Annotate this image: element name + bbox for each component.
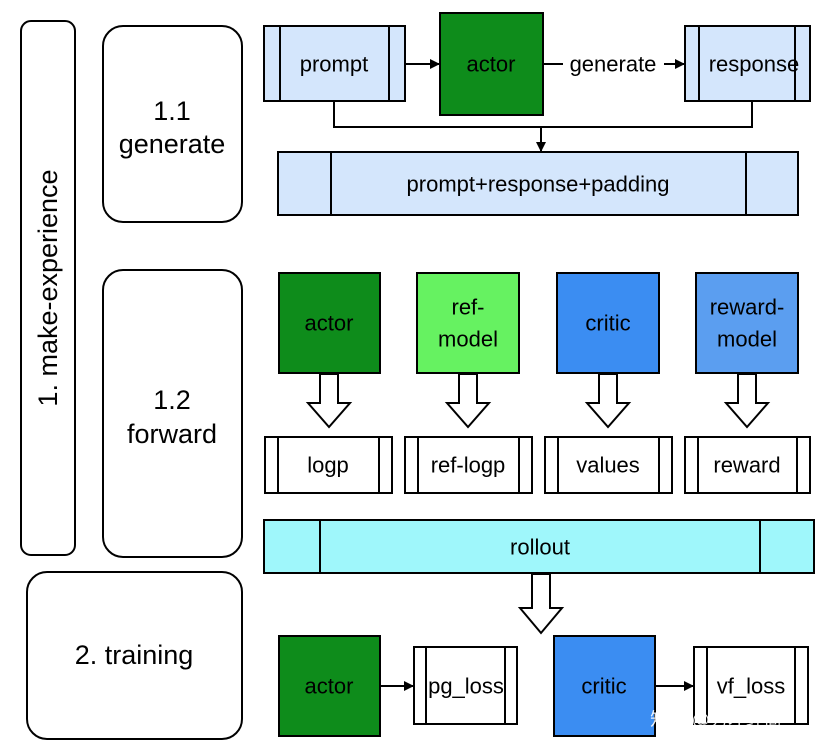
rollout-box: rollout bbox=[263, 519, 815, 574]
critic-box-training: critic bbox=[553, 635, 656, 737]
svg-text:1. make-experience: 1. make-experience bbox=[33, 169, 63, 406]
rollout-down-arrow bbox=[517, 573, 565, 635]
watermark-text: 知乎 @秀才经商 bbox=[650, 710, 782, 731]
ref-logp-box: ref-logp bbox=[404, 436, 533, 494]
svg-text:prompt+response+padding: prompt+response+padding bbox=[407, 172, 670, 197]
generate-edge-label: generate bbox=[570, 52, 657, 77]
svg-text:logp: logp bbox=[307, 453, 349, 478]
logp-box: logp bbox=[264, 436, 393, 494]
prompt-box: prompt bbox=[263, 25, 406, 102]
svg-text:pg_loss: pg_loss bbox=[428, 674, 504, 699]
response-box: response bbox=[684, 25, 811, 102]
svg-text:1.2: 1.2 bbox=[153, 385, 191, 415]
reward-model-down-arrow bbox=[723, 373, 771, 429]
svg-text:ref-: ref- bbox=[452, 295, 485, 320]
pg-loss-box: pg_loss bbox=[413, 646, 518, 725]
svg-text:reward: reward bbox=[713, 453, 780, 478]
actor-down-arrow bbox=[305, 373, 353, 429]
critic-down-arrow bbox=[584, 373, 632, 429]
stage-make-experience: 1. make-experience bbox=[20, 20, 76, 556]
svg-text:model: model bbox=[438, 327, 498, 352]
merge-connector bbox=[333, 101, 753, 128]
stage-training: 2. training bbox=[26, 571, 243, 740]
svg-text:critic: critic bbox=[581, 674, 626, 699]
svg-text:2. training: 2. training bbox=[75, 640, 194, 670]
svg-text:critic: critic bbox=[585, 311, 630, 336]
svg-text:actor: actor bbox=[305, 674, 354, 699]
stage-generate: 1.1 generate bbox=[102, 25, 243, 223]
svg-text:model: model bbox=[717, 327, 777, 352]
svg-text:values: values bbox=[576, 453, 640, 478]
svg-text:ref-logp: ref-logp bbox=[431, 453, 506, 478]
svg-text:reward-: reward- bbox=[710, 295, 785, 320]
svg-text:rollout: rollout bbox=[510, 535, 570, 560]
actor-box-training: actor bbox=[278, 635, 381, 737]
svg-text:vf_loss: vf_loss bbox=[717, 674, 785, 699]
svg-text:actor: actor bbox=[467, 52, 516, 77]
actor-box-forward: actor bbox=[278, 272, 381, 374]
svg-text:actor: actor bbox=[305, 311, 354, 336]
ref-model-down-arrow bbox=[444, 373, 492, 429]
vf-loss-box: vf_loss bbox=[693, 646, 809, 725]
svg-text:1.1: 1.1 bbox=[153, 96, 191, 126]
forward-hollow-arrows bbox=[305, 373, 771, 429]
svg-text:generate: generate bbox=[119, 129, 226, 159]
actor-box-generate: actor bbox=[439, 12, 544, 116]
svg-text:forward: forward bbox=[127, 419, 217, 449]
reward-model-box: reward- model bbox=[695, 272, 799, 374]
ref-model-box: ref- model bbox=[416, 272, 520, 374]
svg-text:prompt: prompt bbox=[300, 52, 368, 77]
concat-box: prompt+response+padding bbox=[277, 151, 799, 216]
reward-box: reward bbox=[684, 436, 811, 494]
values-box: values bbox=[544, 436, 673, 494]
critic-box-forward: critic bbox=[556, 272, 660, 374]
svg-text:response: response bbox=[709, 52, 800, 77]
stage-forward: 1.2 forward bbox=[102, 269, 243, 558]
